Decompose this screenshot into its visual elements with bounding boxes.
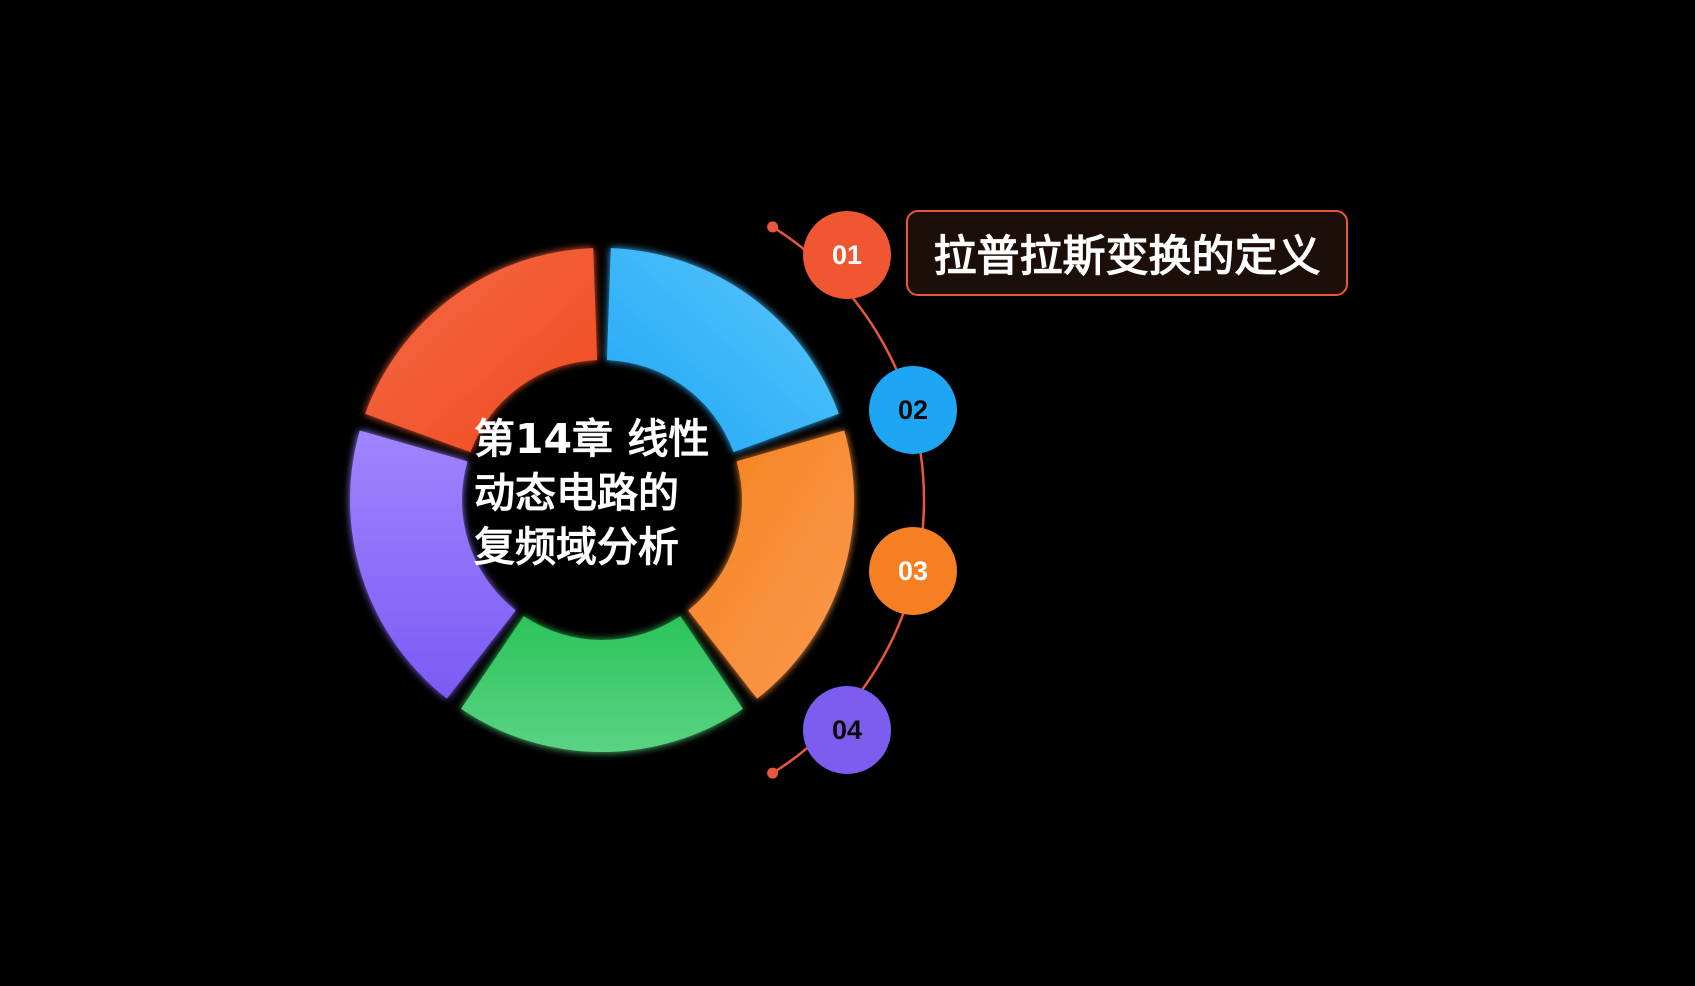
- center-title-line-1: 第14章 线性: [474, 415, 710, 463]
- donut-ring: [349, 248, 854, 752]
- center-title-line-3: 复频域分析: [474, 523, 679, 571]
- timeline-start-dot: [767, 221, 779, 233]
- ring-segment-purple: [349, 430, 516, 699]
- center-title: 第14章 线性 动态电路的 复频域分析: [474, 412, 724, 574]
- item-03-badge[interactable]: 03: [869, 527, 957, 615]
- item-01-badge[interactable]: 01: [803, 211, 891, 299]
- center-title-line-2: 动态电路的: [474, 469, 679, 517]
- item-01-number: 01: [831, 239, 863, 270]
- item-02-badge[interactable]: 02: [869, 366, 957, 454]
- item-04-badge[interactable]: 04: [803, 686, 891, 774]
- item-04-number: 04: [831, 714, 863, 745]
- ring-segment-green: [461, 616, 743, 752]
- ring-segment-orange: [688, 430, 854, 699]
- item-01-label[interactable]: 拉普拉斯变换的定义: [906, 210, 1348, 296]
- ring-segment-blue: [606, 248, 839, 453]
- item-01-label-text: 拉普拉斯变换的定义: [933, 232, 1321, 282]
- item-03-number: 03: [897, 555, 929, 586]
- ring-segment-red: [365, 248, 598, 453]
- item-02-number: 02: [897, 394, 929, 425]
- timeline-end-dot: [767, 767, 779, 779]
